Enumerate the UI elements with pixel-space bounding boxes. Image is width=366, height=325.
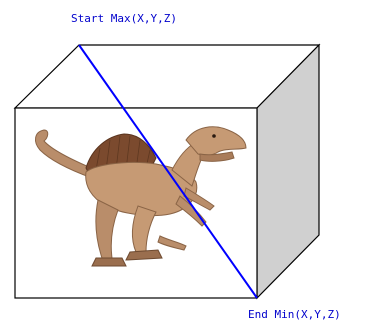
dinosaur-arm-left <box>183 187 215 211</box>
dinosaur-claws <box>157 235 187 251</box>
dinosaur-tail <box>35 129 97 179</box>
dinosaur-image <box>35 126 247 267</box>
dinosaur-jaw <box>199 151 235 162</box>
dinosaur-foot-front <box>125 249 163 261</box>
dinosaur-eye <box>212 134 216 138</box>
start-max-label: Start Max(X,Y,Z) <box>71 12 177 25</box>
dinosaur-foot-back <box>91 257 127 267</box>
end-min-label: End Min(X,Y,Z) <box>248 308 341 321</box>
dinosaur-arm-right <box>175 195 207 227</box>
diagonal-line <box>78 44 258 299</box>
